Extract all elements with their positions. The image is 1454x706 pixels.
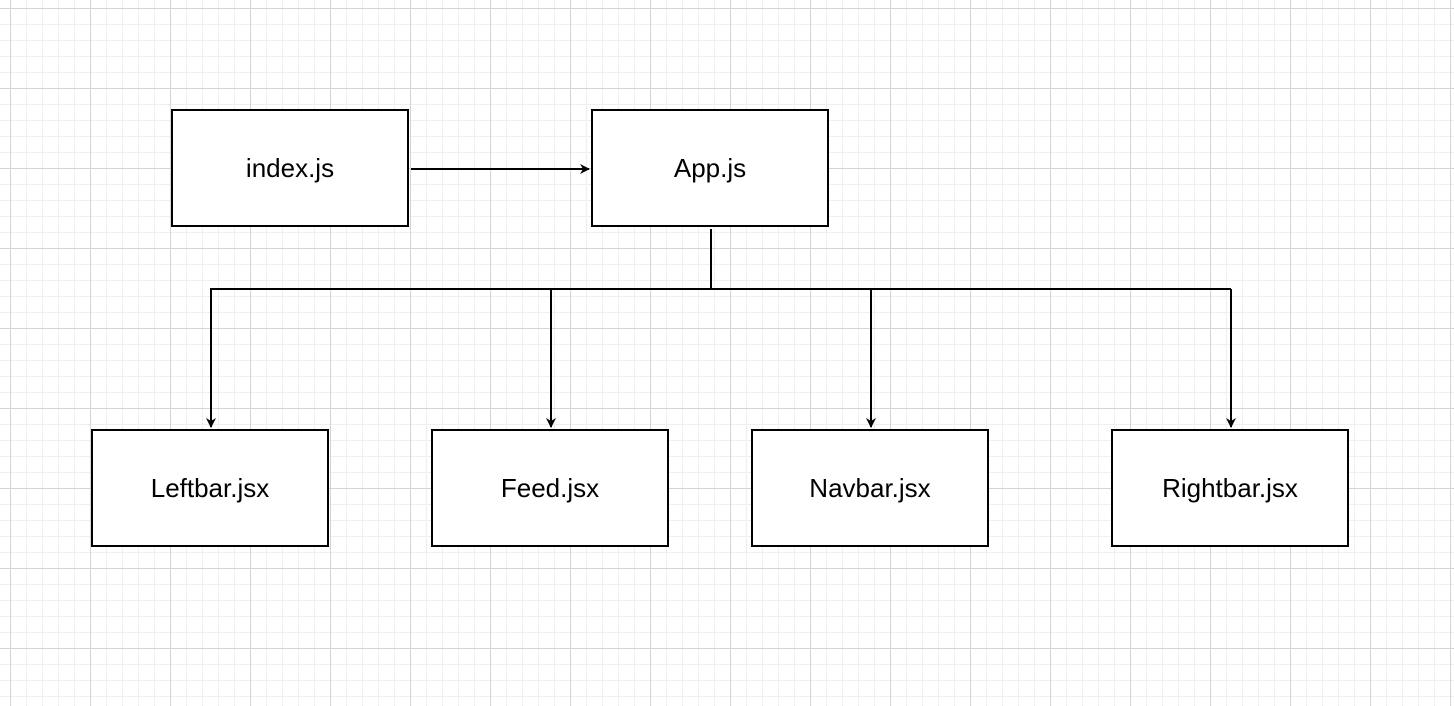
node-feed-jsx[interactable]: Feed.jsx: [431, 429, 669, 547]
node-label: index.js: [245, 152, 335, 183]
node-label: Leftbar.jsx: [150, 472, 270, 503]
node-label: App.js: [673, 152, 747, 183]
node-index-js[interactable]: index.js: [171, 109, 409, 227]
node-label: Navbar.jsx: [809, 472, 931, 503]
node-app-js[interactable]: App.js: [591, 109, 829, 227]
node-navbar-jsx[interactable]: Navbar.jsx: [751, 429, 989, 547]
node-label: Feed.jsx: [500, 472, 600, 503]
node-rightbar-jsx[interactable]: Rightbar.jsx: [1111, 429, 1349, 547]
node-leftbar-jsx[interactable]: Leftbar.jsx: [91, 429, 329, 547]
node-label: Rightbar.jsx: [1162, 472, 1298, 503]
